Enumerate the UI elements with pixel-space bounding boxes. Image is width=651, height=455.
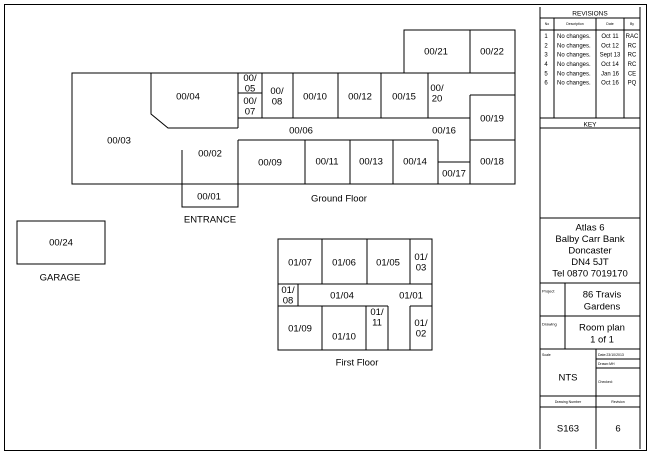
- drawing-title-line: 1 of 1: [590, 334, 614, 345]
- room-label-0002: 00/02: [198, 148, 222, 159]
- revision-no: 1: [544, 34, 548, 40]
- room-label-0004: 00/04: [176, 91, 200, 102]
- room-label-0108: 01/08: [281, 285, 295, 306]
- revision-date: Oct 12: [601, 43, 619, 49]
- revision-no: 6: [544, 81, 548, 87]
- revision-date: Oct 11: [601, 34, 619, 40]
- room-label-0001: 00/01: [197, 191, 221, 202]
- room-label-0010: 00/10: [303, 91, 327, 102]
- revisions-header-description: Description: [566, 22, 584, 26]
- revision-by: CE: [628, 71, 636, 77]
- room-label-0016: 00/16: [432, 125, 456, 136]
- entrance-label: ENTRANCE: [184, 214, 236, 225]
- revision-no: 5: [544, 71, 548, 77]
- room-label-0008: 00/08: [270, 86, 284, 107]
- drawing-label: Drawing: [542, 321, 557, 326]
- room-label-0104: 01/04: [330, 290, 354, 301]
- room-labels: 00/21 00/22 00/04 00/05 00/07 00/08 00/10 00/12…: [49, 46, 504, 342]
- room-label-0102: 01/02: [414, 318, 428, 339]
- room-label-0103: 01/03: [414, 252, 428, 273]
- room-label-0105: 01/05: [376, 257, 400, 268]
- garage-label: GARAGE: [40, 272, 81, 283]
- revision-date: Oct 16: [601, 81, 619, 87]
- revision-date: Jan 16: [601, 71, 620, 77]
- room-label-0021: 00/21: [424, 46, 448, 57]
- revision-by: RC: [628, 62, 637, 68]
- revisions-header-date: Date: [606, 22, 613, 26]
- room-label-0111: 01/11: [370, 307, 384, 328]
- title-block-frame: [539, 7, 641, 449]
- revision-by: RC: [628, 53, 637, 59]
- revision-date: Sept 13: [600, 53, 621, 59]
- room-label-0014: 00/14: [403, 156, 427, 167]
- revision-no: 4: [544, 62, 548, 68]
- revision-by: RC: [628, 43, 637, 49]
- room-label-0012: 00/12: [348, 91, 372, 102]
- first-floor-walls: [277, 238, 433, 351]
- room-label-0015: 00/15: [392, 91, 416, 102]
- project-line: 86 Travis: [583, 289, 622, 300]
- sheet-border: [4, 4, 647, 451]
- address-line: DN4 5JT: [571, 257, 609, 268]
- room-label-0109: 01/09: [288, 323, 312, 334]
- room-label-0007: 00/07: [243, 96, 257, 117]
- revision-by: PQ: [628, 81, 637, 87]
- revision-label: Revision: [611, 400, 624, 404]
- room-label-0022: 00/22: [480, 46, 504, 57]
- room-label-0006: 00/06: [289, 125, 313, 136]
- room-label-0019: 00/19: [480, 113, 504, 124]
- revision-by: RAC: [626, 34, 639, 40]
- title-block-texts: REVISIONS No Description Date By 1 No changes.…: [542, 10, 639, 434]
- revision-no: 3: [544, 53, 548, 59]
- project-label: Project: [542, 288, 555, 293]
- checked-label: Checked:: [598, 380, 613, 384]
- garage-walls: [16, 220, 106, 265]
- drawing-title-line: Room plan: [579, 322, 625, 333]
- revision-description: No changes.: [557, 62, 591, 68]
- drawing-number-label: Drawing Number: [555, 400, 582, 404]
- scale-label: Scale: [542, 353, 551, 357]
- room-label-0003: 00/03: [107, 135, 131, 146]
- project-line: Gardens: [584, 301, 621, 312]
- key-title: KEY: [583, 121, 597, 128]
- revision-value: 6: [615, 423, 620, 434]
- room-label-0017: 00/17: [442, 168, 466, 179]
- address-line: Atlas 6: [575, 222, 604, 233]
- address-line: Tel 0870 7019170: [552, 268, 628, 279]
- drawn-label: Drawn:MH: [598, 362, 615, 366]
- room-label-0110: 01/10: [332, 331, 356, 342]
- room-label-0013: 00/13: [359, 156, 383, 167]
- revision-description: No changes.: [557, 53, 591, 59]
- first-floor-label: First Floor: [336, 357, 379, 368]
- scale-value: NTS: [559, 372, 578, 383]
- revision-description: No changes.: [557, 81, 591, 87]
- revisions-header-by: By: [630, 22, 634, 26]
- room-label-0011: 00/11: [315, 156, 338, 167]
- room-label-0107: 01/07: [288, 257, 312, 268]
- room-label-0005: 00/05: [243, 73, 257, 94]
- address-line: Balby Carr Bank: [555, 234, 624, 245]
- revision-description: No changes.: [557, 71, 591, 77]
- room-label-0018: 00/18: [480, 156, 504, 167]
- date-label: Date:23/10/2013: [598, 353, 624, 357]
- revisions-title: REVISIONS: [572, 10, 608, 17]
- room-label-0024: 00/24: [49, 237, 73, 248]
- ground-floor-walls: [71, 29, 516, 208]
- revision-no: 2: [544, 43, 548, 49]
- room-label-0101: 01/01: [399, 290, 423, 301]
- room-label-0020: 00/20: [430, 83, 444, 104]
- ground-floor-label: Ground Floor: [311, 193, 367, 204]
- drawing-number: S163: [557, 423, 579, 434]
- revision-date: Oct 14: [601, 62, 619, 68]
- revisions-header-no: No: [545, 22, 550, 26]
- address-line: Doncaster: [568, 245, 611, 256]
- revision-description: No changes.: [557, 43, 591, 49]
- room-label-0106: 01/06: [332, 257, 356, 268]
- room-label-0009: 00/09: [258, 157, 282, 168]
- revision-description: No changes.: [557, 34, 591, 40]
